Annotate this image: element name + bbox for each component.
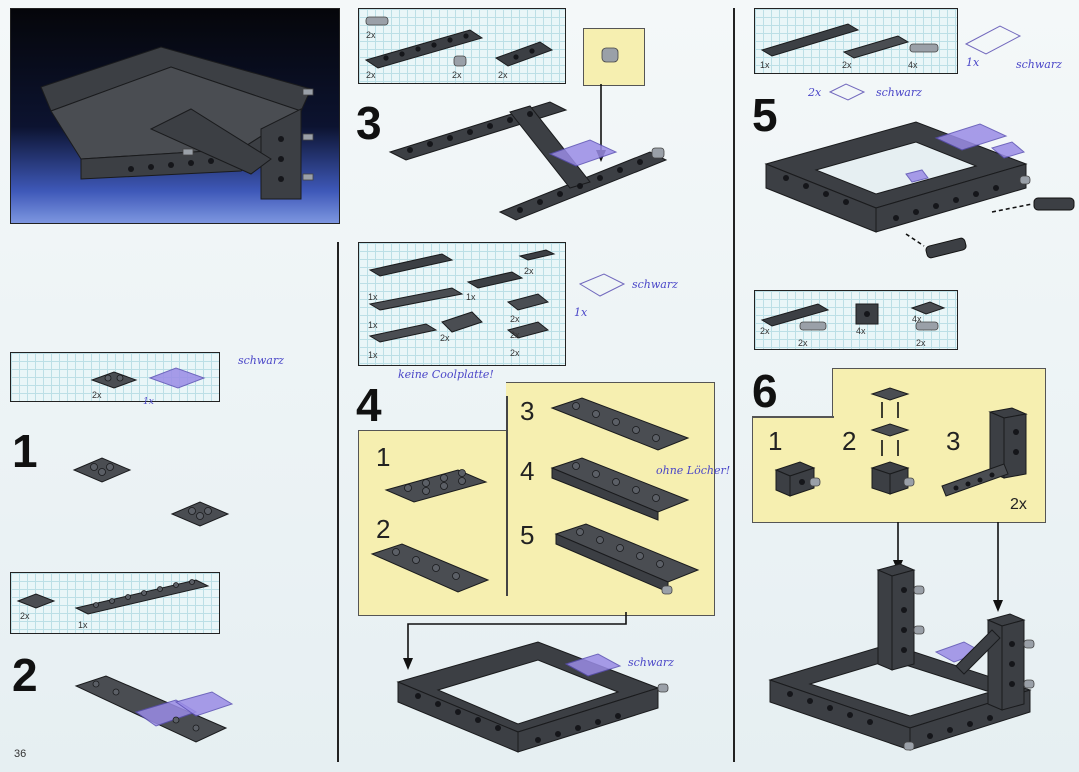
step4-connector-arrow	[403, 612, 627, 670]
step6-box-border-top-left	[752, 416, 834, 418]
step4-sub-3: 3	[520, 396, 535, 426]
step3-qty-1: 2x	[366, 30, 376, 40]
step4-sub-5: 5	[520, 520, 535, 550]
step4-note-schwarz: schwarz	[632, 278, 678, 291]
step4-qty-1: 2x	[524, 266, 534, 276]
step2-small-plate-part	[16, 593, 56, 609]
step4-parts-illustration	[368, 249, 556, 343]
step6-arrows	[893, 522, 1003, 612]
step3-long-beam-part	[364, 29, 484, 69]
step6-sub3-bracket	[941, 407, 1028, 497]
step5-qty-1: 1x	[760, 60, 770, 70]
step4-sub-divider	[506, 396, 508, 596]
step4-assembly	[396, 641, 669, 753]
model-photo	[10, 8, 340, 224]
step4-qty-6: 2x	[440, 333, 450, 343]
step1-assembly-plate-b	[170, 501, 230, 527]
step3-pin-part-a	[365, 16, 389, 26]
step4-qty-9: 2x	[510, 348, 520, 358]
step1-number: 1	[12, 425, 38, 477]
step4-note-no-coolplate: keine Coolplatte!	[398, 368, 494, 381]
step5-note-schwarz-1: schwarz	[1016, 58, 1062, 71]
step6-qty-4: 4x	[912, 314, 922, 324]
step3-qty-3: 2x	[452, 70, 462, 80]
step4-sub-2: 2	[376, 514, 391, 544]
step1-assembly-plate-a	[72, 457, 132, 483]
step4-qty-2: 1x	[368, 292, 378, 302]
step6-multiplier: 2x	[1010, 496, 1027, 513]
step6-sub-1: 1	[768, 426, 783, 456]
step6-sub-2: 2	[842, 426, 857, 456]
step4-sub-4: 4	[520, 456, 535, 486]
step3-number: 3	[356, 97, 382, 149]
step4-sub1-plate	[384, 469, 488, 503]
step1-violet-plate-part	[148, 367, 206, 389]
step5-qty-3: 4x	[908, 60, 918, 70]
step3-assembly	[388, 101, 668, 221]
step4-qty-8: 1x	[368, 350, 378, 360]
step4-qty-4: 1x	[368, 320, 378, 330]
step1-qty-1: 2x	[92, 390, 102, 400]
step6-qty-1: 2x	[760, 326, 770, 336]
step4-qty-7: 2x	[510, 330, 520, 340]
step6-assembly	[768, 563, 1035, 751]
step4-qty-5: 2x	[510, 314, 520, 324]
step4-number: 4	[356, 379, 382, 431]
column-divider-right	[733, 8, 735, 762]
step5-violet-plate-sketch	[964, 25, 1022, 55]
step5-note-schwarz-2: schwarz	[876, 86, 922, 99]
step4-note-schwarz-assembly: schwarz	[628, 656, 674, 669]
step2-qty-1: 2x	[20, 611, 30, 621]
step3-short-beam-part	[494, 41, 554, 67]
step5-number: 5	[752, 89, 778, 141]
step1-plate-part	[90, 371, 138, 389]
step5-parts-illustration	[760, 23, 939, 59]
step6-qty-5: 2x	[916, 338, 926, 348]
step2-assembly	[74, 675, 234, 743]
step6-sub1-brick	[774, 461, 821, 497]
step5-note-2x: 2x	[808, 86, 822, 99]
step5-plate-sketch	[828, 83, 866, 101]
step4-sub5-plate	[554, 523, 700, 595]
step5-qty-2: 2x	[842, 60, 852, 70]
step5-note-1x: 1x	[966, 56, 980, 69]
step6-qty-3: 4x	[856, 326, 866, 336]
step4-sub3-plate	[550, 397, 690, 451]
step4-qty-3: 1x	[466, 292, 476, 302]
step4-subassembly-box	[358, 430, 509, 616]
step6-number: 6	[752, 365, 778, 417]
step3-qty-4: 2x	[498, 70, 508, 80]
step2-number: 2	[12, 649, 38, 701]
step4-sub4-plate	[550, 457, 690, 521]
step3-callout-pin	[601, 47, 619, 63]
step4-sub-1: 1	[376, 442, 391, 472]
step1-note: schwarz	[238, 354, 284, 367]
step4-note-no-holes: ohne Löcher!	[656, 464, 731, 477]
step5-assembly	[764, 121, 1075, 259]
step4-sub2-plate	[370, 543, 490, 593]
column-divider-left	[337, 242, 339, 762]
model-photo-illustration	[40, 46, 314, 200]
step6-qty-2: 2x	[798, 338, 808, 348]
step6-sub-3: 3	[946, 426, 961, 456]
step3-pin-part-b	[453, 55, 467, 67]
step4-violet-plate-sketch	[578, 273, 626, 297]
step6-sub2-stack	[870, 387, 915, 495]
step2-long-plate-part	[74, 579, 210, 615]
step6-parts-illustration	[760, 301, 946, 331]
page-number: 36	[14, 748, 27, 760]
step2-qty-2: 1x	[78, 620, 88, 630]
step4-note-1x: 1x	[574, 306, 588, 319]
step5-parts-box	[754, 8, 958, 74]
step3-qty-2: 2x	[366, 70, 376, 80]
step1-qty-2: 1x	[143, 397, 154, 407]
